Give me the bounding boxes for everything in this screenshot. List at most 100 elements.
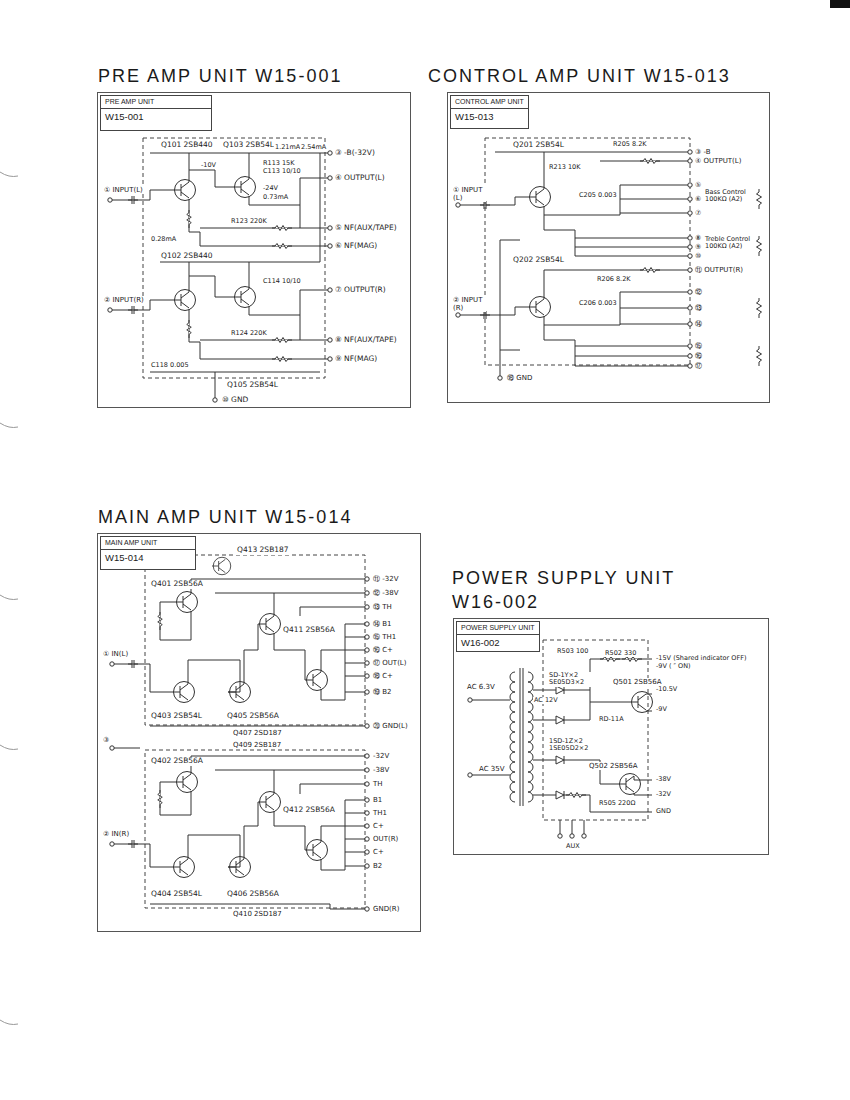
terminal bbox=[110, 842, 114, 846]
terminal bbox=[365, 811, 369, 815]
unit-tag-name: CONTROL AMP UNIT bbox=[451, 96, 528, 108]
schematic-label: B1 bbox=[372, 796, 383, 804]
terminal-group bbox=[110, 577, 369, 911]
resistor-symbol bbox=[272, 226, 292, 231]
terminal bbox=[213, 398, 217, 402]
schematic-label: C118 0.005 bbox=[150, 362, 190, 369]
resistor-symbol bbox=[640, 268, 660, 273]
transistor-symbol bbox=[528, 187, 551, 208]
resistor-symbol bbox=[187, 210, 192, 228]
schematic-label: R124 220K bbox=[230, 330, 268, 337]
resistor-symbol bbox=[272, 244, 292, 249]
schematic-label: ⑩ bbox=[694, 252, 702, 260]
terminal bbox=[328, 357, 332, 361]
schematic-label: AC 35V bbox=[478, 765, 505, 773]
schematic-label: Treble Control 100KΩ (A2) bbox=[704, 236, 756, 251]
terminal bbox=[365, 648, 369, 652]
terminal bbox=[108, 308, 112, 312]
schematic-label: 0.28mA bbox=[150, 236, 177, 243]
unit-boundary bbox=[143, 138, 325, 378]
terminal bbox=[365, 864, 369, 868]
schematic-label: AC 12V bbox=[533, 697, 559, 704]
schematic-label: ⑫ -38V bbox=[372, 589, 399, 597]
wire bbox=[458, 240, 690, 376]
terminal bbox=[328, 338, 332, 342]
schematic-label: ⑬ TH bbox=[372, 603, 393, 611]
schematic-label: ⑦ OUTPUT(R) bbox=[334, 286, 387, 295]
terminal bbox=[328, 151, 332, 155]
schematic-label: Q406 2SB56A bbox=[226, 890, 280, 899]
transistor-symbol bbox=[233, 287, 256, 308]
schematic-label: ⑪ -32V bbox=[372, 575, 399, 583]
transistor-symbol bbox=[173, 290, 196, 311]
schematic-label: AC 6.3V bbox=[466, 683, 496, 691]
capacitor-symbol bbox=[128, 306, 138, 314]
terminal bbox=[365, 724, 369, 728]
transistor-symbol bbox=[172, 682, 195, 703]
schematic-label: Q404 2SB54L bbox=[150, 890, 203, 899]
resistor-symbol bbox=[158, 790, 163, 808]
terminal bbox=[456, 313, 460, 317]
transistor-symbol bbox=[630, 692, 653, 713]
schematic-label: B2 bbox=[372, 862, 383, 870]
unit-tag-name: PRE AMP UNIT bbox=[101, 96, 211, 108]
terminal bbox=[365, 754, 369, 758]
schematic-label: R502 330 bbox=[604, 650, 637, 657]
schematic-label: ⑱ C+ bbox=[372, 672, 394, 680]
schematic-label: ② IN(R) bbox=[102, 830, 130, 838]
schematic-label: Q409 2SB187 bbox=[232, 741, 282, 749]
schematic-label: ⑪ OUTPUT(R) bbox=[694, 266, 744, 274]
schematic-label: Q501 2SB56A bbox=[612, 678, 663, 686]
schematic-label: R123 220K bbox=[230, 218, 268, 225]
terminal bbox=[688, 150, 692, 154]
resistor-symbol bbox=[640, 159, 660, 164]
potentiometer-symbol bbox=[757, 298, 762, 318]
schematic-label: ⑮ TH1 bbox=[372, 633, 397, 641]
transformer-secondary bbox=[528, 672, 533, 802]
schematic-label: ④ OUTPUT(L) bbox=[694, 157, 742, 165]
schematic-label: C114 10/10 bbox=[262, 278, 302, 285]
unit-heading: PRE AMP UNIT W15-001 bbox=[98, 64, 342, 88]
schematic-label: ⑨ bbox=[694, 243, 702, 251]
schematic-label: ③ -B(-32V) bbox=[334, 149, 376, 158]
schematic-label: OUT(R) bbox=[372, 835, 399, 843]
transistor-symbol bbox=[258, 614, 281, 635]
schematic-label: ② INPUT (R) bbox=[452, 296, 486, 312]
terminal bbox=[365, 690, 369, 694]
terminal-group bbox=[456, 150, 692, 380]
terminal bbox=[688, 211, 692, 215]
terminal bbox=[558, 834, 562, 838]
resistor-symbol bbox=[272, 338, 292, 343]
schematic-label: Q413 2SB187 bbox=[236, 546, 290, 555]
schematic-label: ⑩ GND bbox=[221, 396, 249, 405]
transistor-symbol bbox=[618, 774, 641, 795]
schematic-label: ⑫ bbox=[694, 288, 703, 296]
terminal bbox=[328, 176, 332, 180]
potentiometer-symbol bbox=[757, 189, 762, 209]
unit-tag-number: W15-013 bbox=[451, 108, 528, 124]
schematic-label: C+ bbox=[372, 848, 385, 856]
transistor-symbol bbox=[175, 772, 198, 793]
terminal bbox=[688, 322, 692, 326]
schematic-label: Q101 2SB440 bbox=[160, 141, 214, 150]
schematic-label: GND bbox=[655, 808, 672, 815]
capacitor-symbol bbox=[128, 660, 138, 668]
schematic-label: -9V bbox=[655, 706, 668, 713]
terminal bbox=[365, 824, 369, 828]
unit-heading: POWER SUPPLY UNIT W16-002 bbox=[452, 566, 714, 614]
schematic-label: ⑥ NF(MAG) bbox=[334, 242, 378, 251]
schematic-label: Q201 2SB54L bbox=[512, 141, 565, 150]
wire bbox=[458, 152, 690, 256]
schematic-label: R205 8.2K bbox=[612, 141, 648, 148]
corner-mark bbox=[830, 0, 850, 8]
transistor-symbol bbox=[528, 297, 551, 318]
terminal bbox=[688, 197, 692, 201]
schematic-label: TH bbox=[372, 780, 384, 788]
terminal bbox=[110, 662, 114, 666]
unit-boundary bbox=[485, 138, 690, 365]
schematic-label: 0.73mA bbox=[262, 194, 289, 201]
terminal bbox=[498, 376, 502, 380]
potentiometer-symbol bbox=[757, 236, 762, 256]
schematic-label: ⑧ bbox=[694, 234, 702, 242]
terminal bbox=[365, 635, 369, 639]
